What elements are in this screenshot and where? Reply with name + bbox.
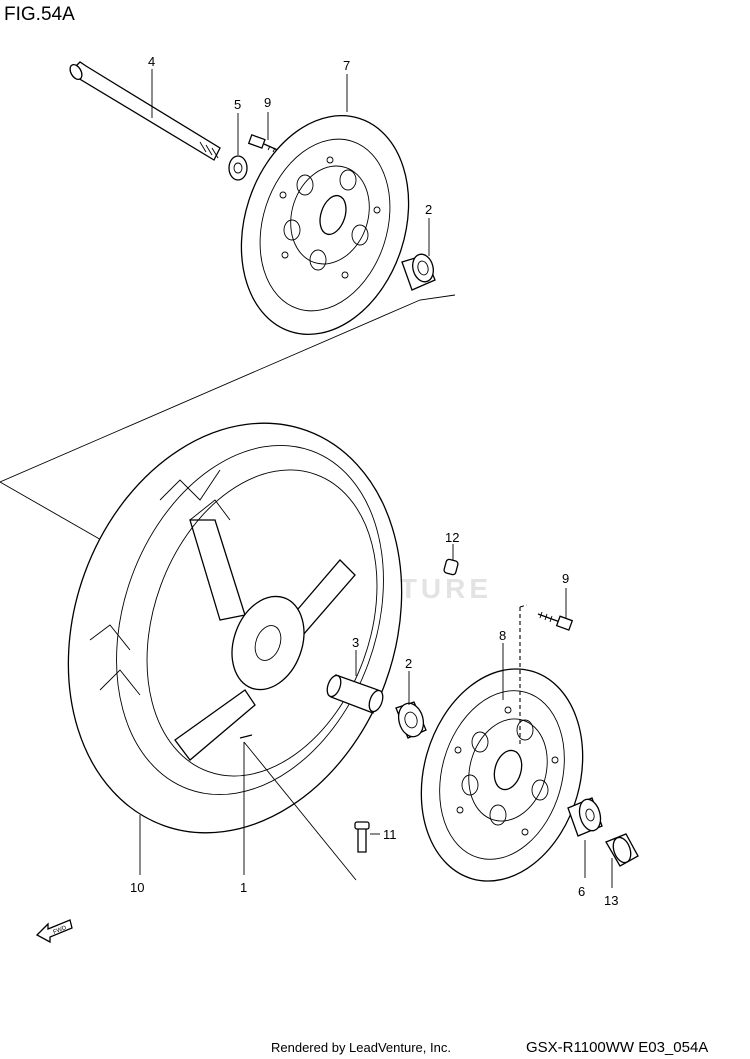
forward-label: FWD bbox=[53, 925, 69, 936]
wheel-part[interactable] bbox=[106, 438, 417, 809]
collar-part[interactable] bbox=[567, 797, 604, 837]
callout-1: 1 bbox=[240, 880, 247, 895]
callout-12: 12 bbox=[445, 530, 459, 545]
brake-disc-lower-part[interactable] bbox=[397, 650, 606, 901]
leader-lines bbox=[139, 69, 613, 888]
washer-part[interactable] bbox=[228, 155, 248, 181]
disc-bolt-lower-part[interactable] bbox=[537, 611, 574, 631]
callout-8: 8 bbox=[499, 628, 506, 643]
callout-10: 10 bbox=[130, 880, 144, 895]
callout-2-lower: 2 bbox=[405, 656, 412, 671]
brake-disc-upper-part[interactable] bbox=[214, 94, 435, 356]
valve-part[interactable] bbox=[354, 821, 370, 853]
callout-3: 3 bbox=[352, 635, 359, 650]
rendered-by-credit: Rendered by LeadVenture, Inc. bbox=[271, 1040, 451, 1055]
bearing-lower-part[interactable] bbox=[395, 700, 427, 739]
axle-cap-part[interactable] bbox=[605, 833, 639, 867]
callout-2-upper: 2 bbox=[425, 202, 432, 217]
disc-bolt-upper-part[interactable] bbox=[247, 134, 283, 155]
callout-6: 6 bbox=[578, 884, 585, 899]
callout-5: 5 bbox=[234, 97, 241, 112]
axle-part[interactable] bbox=[68, 61, 221, 161]
callout-9-upper: 9 bbox=[264, 95, 271, 110]
callout-4: 4 bbox=[148, 54, 155, 69]
valve-cap-part[interactable] bbox=[443, 558, 459, 576]
callout-11: 11 bbox=[383, 827, 397, 842]
bearing-upper-part[interactable] bbox=[401, 252, 436, 291]
tire-part[interactable] bbox=[13, 376, 457, 880]
assembly-outline bbox=[0, 294, 456, 546]
figure-title: FIG.54A bbox=[4, 4, 75, 25]
spacer-tube-part[interactable] bbox=[325, 674, 386, 714]
forward-arrow-icon: FWD bbox=[35, 919, 73, 944]
callout-7: 7 bbox=[343, 58, 350, 73]
callout-9-lower: 9 bbox=[562, 571, 569, 586]
callouts: 4 5 9 7 2 12 9 8 3 2 11 10 1 6 13 bbox=[130, 54, 618, 908]
model-code: GSX-R1100WW E03_054A bbox=[526, 1039, 708, 1056]
callout-13: 13 bbox=[604, 893, 618, 908]
